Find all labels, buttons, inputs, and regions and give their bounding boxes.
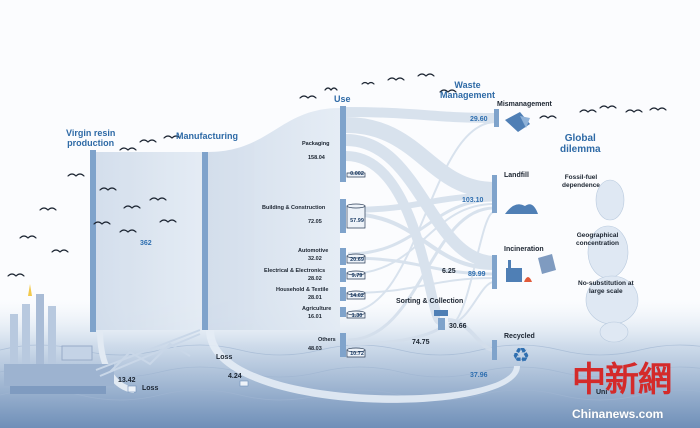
manufacturing-loss-value: 4.24 xyxy=(228,373,242,380)
category-packaging-label: Packaging xyxy=(302,141,330,147)
manufacturing-loss-label: Loss xyxy=(216,354,233,361)
category-others-stock: 10.72 xyxy=(350,351,364,357)
stage-title-virgin: Virgin resin production xyxy=(66,128,116,148)
category-building-value: 72.05 xyxy=(308,219,322,225)
category-electrical-stock: 9.79 xyxy=(351,273,363,279)
waste-nodes xyxy=(438,109,499,360)
category-agriculture-stock: 1.30 xyxy=(351,313,363,319)
category-others-label: Others xyxy=(318,337,336,343)
virgin-loss-label: Loss xyxy=(142,385,159,392)
category-automotive-label: Automotive xyxy=(298,248,329,254)
dilemma-geographical: Geographical concentration xyxy=(576,232,619,247)
dest-incineration-label: Incineration xyxy=(504,246,544,253)
oil-platform-illustration xyxy=(4,284,201,394)
loss-box-manufacturing xyxy=(239,380,249,387)
flows-use-to-waste xyxy=(345,107,497,352)
loss-box-virgin xyxy=(127,385,137,393)
recycled-out-value: 37.96 xyxy=(470,372,488,379)
category-electrical-value: 28.02 xyxy=(308,276,322,282)
dest-recycled-label: Recycled xyxy=(504,333,535,340)
watermark-english: Chinanews.com xyxy=(572,407,664,421)
dest-mismanagement-label: Mismanagement xyxy=(497,101,552,108)
dest-incineration-value: 89.99 xyxy=(468,271,486,278)
flow-virgin-to-manufacturing xyxy=(96,152,204,330)
sorting-in-value: 74.75 xyxy=(412,339,430,346)
recycle-icon: ♻ xyxy=(512,343,530,367)
dilemma-no-substitution: No-substitution at large scale xyxy=(578,280,634,295)
category-building-stock: 57.99 xyxy=(350,218,364,224)
node-virgin xyxy=(90,150,96,332)
node-household xyxy=(340,287,346,301)
node-manufacturing xyxy=(202,152,208,330)
category-electrical-label: Electrical & Electronics xyxy=(264,268,326,274)
node-others xyxy=(340,333,346,357)
virgin-total-value: 362 xyxy=(140,240,152,247)
stage-title-waste: Waste Management xyxy=(440,80,496,100)
sorting-label: Sorting & Collection xyxy=(396,298,464,305)
stage-title-use: Use xyxy=(334,94,351,104)
birds xyxy=(7,73,667,277)
node-sorting xyxy=(438,318,445,330)
use-nodes xyxy=(340,106,346,357)
category-automotive-value: 32.02 xyxy=(308,256,322,262)
flow-manufacturing-to-use xyxy=(208,108,340,330)
node-landfill xyxy=(492,175,497,213)
category-others-value: 48.03 xyxy=(308,346,322,352)
dest-mismanagement-value: 29.60 xyxy=(470,116,488,123)
node-mismanagement xyxy=(494,109,499,127)
dilemma-fossil-fuel: Fossil-fuel dependence xyxy=(562,174,600,189)
stock-cylinders xyxy=(346,172,366,358)
stage-title-global: Global dilemma xyxy=(560,133,601,155)
incineration-side-value: 6.25 xyxy=(442,268,456,275)
sorting-out-value: 30.66 xyxy=(449,323,467,330)
category-agriculture-value: 16.01 xyxy=(308,314,322,320)
stage-title-manufacturing: Manufacturing xyxy=(176,131,238,141)
dilemma-illustration xyxy=(585,179,639,343)
loss-loop-flow xyxy=(206,330,520,403)
category-household-stock: 14.62 xyxy=(350,293,364,299)
flows xyxy=(96,108,340,330)
waste-icons xyxy=(434,112,556,316)
category-automotive-stock: 20.69 xyxy=(350,257,364,263)
node-recycled xyxy=(492,340,497,360)
node-building xyxy=(340,199,346,233)
node-agriculture xyxy=(340,307,346,317)
category-packaging-stock: 0.002 xyxy=(350,171,364,177)
category-household-value: 28.01 xyxy=(308,295,322,301)
category-packaging-value: 158.04 xyxy=(308,155,325,161)
category-household-label: Household & Textile xyxy=(276,287,329,293)
partial-text: Uni xyxy=(596,389,608,396)
dest-landfill-label: Landfill xyxy=(504,172,529,179)
category-building-label: Building & Construction xyxy=(262,205,326,211)
dest-landfill-value: 103.10 xyxy=(462,197,484,204)
virgin-loss-value: 13.42 xyxy=(118,377,136,384)
watermark-chinese: 中新網 xyxy=(572,361,672,399)
node-automotive xyxy=(340,248,346,265)
node-electrical xyxy=(340,268,346,282)
node-incineration xyxy=(492,255,497,289)
node-packaging xyxy=(340,106,346,182)
category-agriculture-label: Agriculture xyxy=(302,306,332,312)
